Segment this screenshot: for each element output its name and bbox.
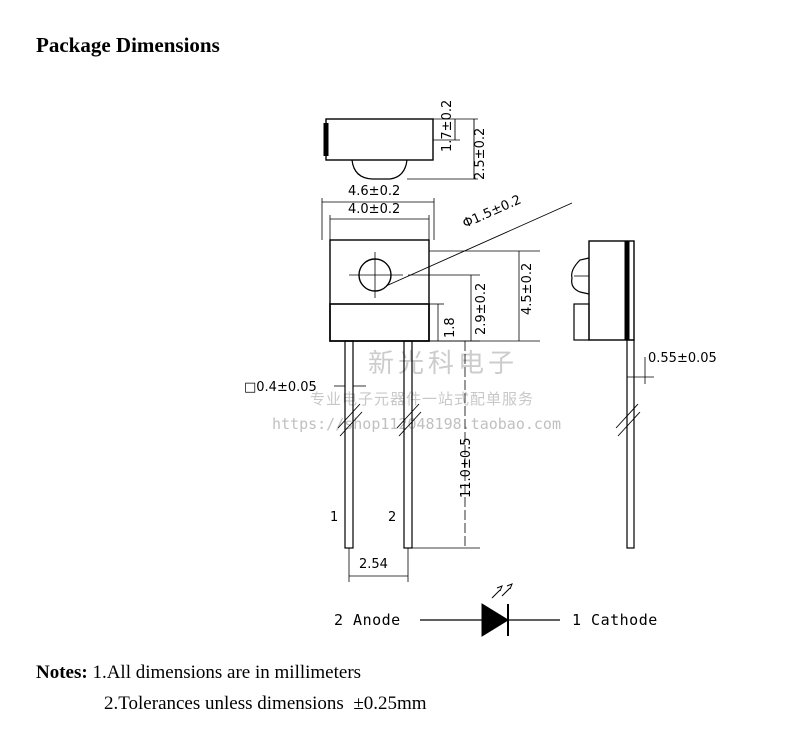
notes-line-1: Notes: 1.All dimensions are in millimete… <box>36 662 361 684</box>
dim-lens-diameter: Φ1.5±0.2 <box>461 193 524 232</box>
dim-lead-length: 11.0±0.5 <box>459 437 474 498</box>
dim-top-h1: 1.7±0.2 <box>440 100 455 152</box>
pin-1-label: 1 <box>330 510 338 525</box>
dim-lead-square: □0.4±0.05 <box>244 380 317 395</box>
cathode-label: 1 Cathode <box>572 611 658 629</box>
notes-label: Notes: <box>36 662 88 683</box>
note-1: 1.All dimensions are in millimeters <box>87 662 362 683</box>
dim-top-h2: 2.5±0.2 <box>473 128 488 180</box>
leads <box>334 340 480 582</box>
pin-2-label: 2 <box>388 510 396 525</box>
page-title: Package Dimensions <box>36 33 220 57</box>
front-view <box>321 198 573 342</box>
dim-inner-width: 4.0±0.2 <box>348 202 400 217</box>
dim-lead-thickness: 0.55±0.05 <box>648 351 717 366</box>
dimension-labels: 4.6±0.2 4.0±0.2 Φ1.5±0.2 1.7±0.2 2.5±0.2… <box>244 100 717 572</box>
dim-lens-height: 2.9±0.2 <box>474 283 489 335</box>
watermark-line2: 专业电子元器件一站式配单服务 <box>310 390 534 408</box>
diode-symbol <box>420 583 560 637</box>
dim-outer-width: 4.6±0.2 <box>348 184 400 199</box>
dim-body-height: 4.5±0.2 <box>520 263 535 315</box>
top-view <box>323 118 478 180</box>
note-2: 2.Tolerances unless dimensions ±0.25mm <box>104 693 427 714</box>
side-view <box>571 240 654 549</box>
dim-window-height: 1.8 <box>443 317 458 338</box>
anode-label: 2 Anode <box>334 611 401 629</box>
watermark-line3: https://shop112048198.taobao.com <box>272 415 561 433</box>
watermark: 新光科电子 专业电子元器件一站式配单服务 https://shop1120481… <box>272 349 561 433</box>
watermark-line1: 新光科电子 <box>368 349 518 379</box>
dim-pitch: 2.54 <box>359 557 388 572</box>
